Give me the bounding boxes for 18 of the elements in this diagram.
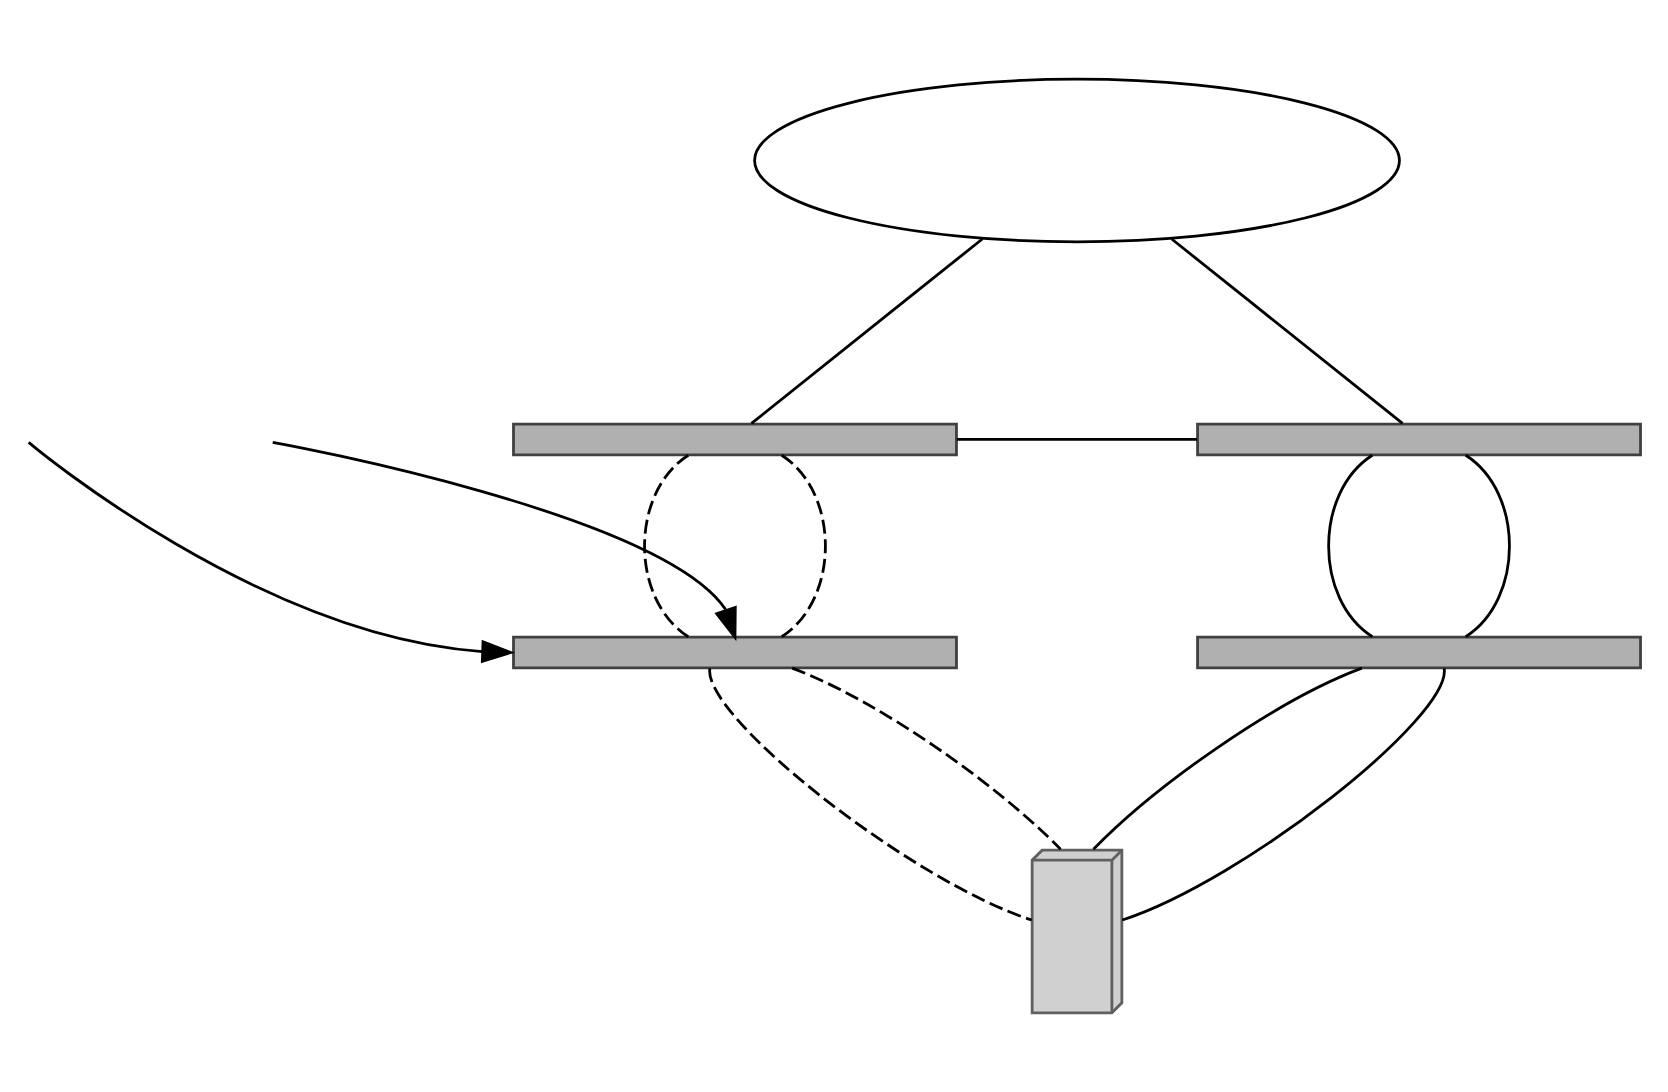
connector [750, 237, 984, 425]
node-switch [1196, 635, 1642, 670]
arrow [272, 440, 737, 642]
connector [1464, 454, 1511, 638]
node-switch [512, 635, 958, 670]
connector [708, 668, 1033, 922]
connector [1327, 454, 1374, 638]
connector [1170, 237, 1404, 425]
connector [780, 454, 827, 638]
node-switch [512, 422, 958, 457]
connector [1092, 666, 1363, 851]
node-ellipse [753, 77, 1401, 244]
connector [956, 438, 1197, 441]
connector [791, 666, 1062, 851]
arrow [27, 441, 515, 664]
connector [1121, 668, 1446, 922]
node-switch [1196, 422, 1642, 457]
connector [643, 454, 690, 638]
